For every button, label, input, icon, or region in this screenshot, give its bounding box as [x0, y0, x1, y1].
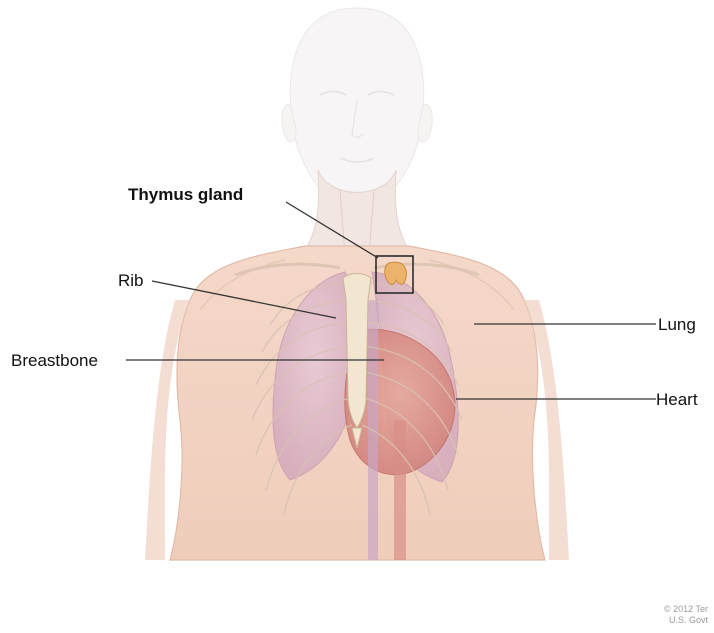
head-silhouette: [282, 8, 433, 212]
label-lung: Lung: [658, 316, 696, 333]
label-thymus-gland: Thymus gland: [128, 186, 243, 203]
label-breastbone: Breastbone: [11, 352, 98, 369]
label-heart: Heart: [656, 391, 698, 408]
copyright-credit-line2: U.S. Govt: [669, 615, 708, 626]
copyright-credit-line1: © 2012 Ter: [664, 604, 708, 615]
thymus-gland-organ: [385, 262, 407, 284]
label-rib: Rib: [118, 272, 144, 289]
